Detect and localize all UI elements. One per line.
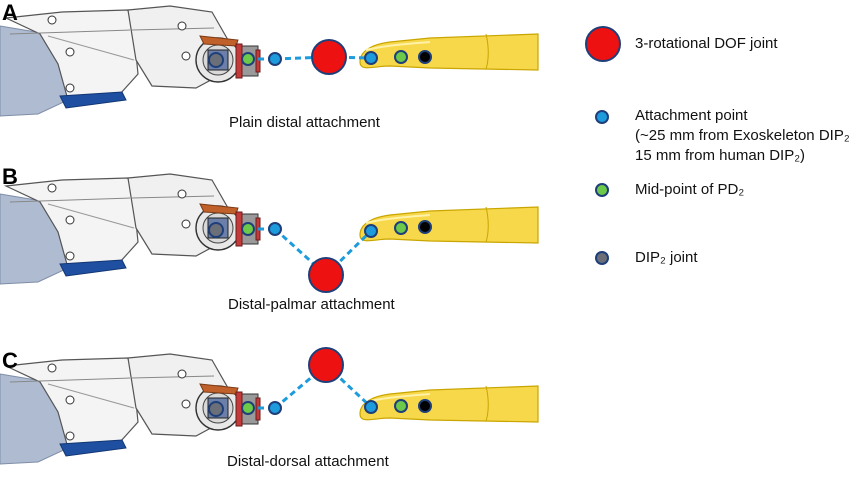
panel-a bbox=[0, 5, 539, 117]
caption-distal-dorsal: Distal-dorsal attachment bbox=[227, 453, 389, 470]
dip-joint-marker bbox=[208, 222, 224, 238]
legend bbox=[585, 26, 621, 265]
attachment-point-marker bbox=[364, 400, 378, 414]
midpoint-marker bbox=[241, 401, 255, 415]
link-line bbox=[328, 55, 372, 60]
midpoint-marker bbox=[394, 221, 408, 235]
legend-dip-label: DIP₂ joint bbox=[635, 249, 698, 266]
attachment-point-marker bbox=[268, 52, 282, 66]
dip-joint-marker bbox=[208, 52, 224, 68]
fingertip-marker bbox=[418, 399, 432, 413]
attachment-point-marker bbox=[364, 224, 378, 238]
fingertip-marker bbox=[418, 50, 432, 64]
legend-joint-symbol bbox=[585, 26, 621, 62]
legend-attachment-symbol bbox=[595, 110, 609, 124]
panel-b bbox=[0, 173, 539, 293]
link-line bbox=[273, 227, 328, 277]
human-finger-c bbox=[359, 385, 539, 423]
caption-distal-palmar: Distal-palmar attachment bbox=[228, 296, 395, 313]
midpoint-marker bbox=[394, 399, 408, 413]
legend-attachment-detail-2: 15 mm from human DIP₂) bbox=[635, 147, 806, 164]
human-finger-a bbox=[359, 33, 539, 71]
attachment-point-marker bbox=[268, 401, 282, 415]
panel-label-c: C bbox=[2, 348, 18, 373]
human-finger-b bbox=[359, 206, 539, 244]
legend-joint-label: 3-rotational DOF joint bbox=[635, 35, 778, 52]
midpoint-marker bbox=[241, 222, 255, 236]
rotational-joint-marker bbox=[308, 347, 344, 383]
rotational-joint-marker bbox=[311, 39, 347, 75]
midpoint-marker bbox=[394, 50, 408, 64]
rotational-joint-marker bbox=[308, 257, 344, 293]
fingertip-marker bbox=[418, 220, 432, 234]
panel-c bbox=[0, 347, 539, 465]
legend-midpoint-symbol bbox=[595, 183, 609, 197]
legend-dip-symbol bbox=[595, 251, 609, 265]
legend-midpoint-label: Mid-point of PD₂ bbox=[635, 181, 745, 198]
caption-plain-distal: Plain distal attachment bbox=[229, 114, 380, 131]
legend-attachment-detail-1: (~25 mm from Exoskeleton DIP₂ bbox=[635, 127, 850, 144]
attachment-point-marker bbox=[268, 222, 282, 236]
midpoint-marker bbox=[241, 52, 255, 66]
attachment-point-marker bbox=[364, 51, 378, 65]
legend-attachment-label: Attachment point bbox=[635, 107, 748, 124]
panel-label-b: B bbox=[2, 164, 18, 189]
dip-joint-marker bbox=[208, 401, 224, 417]
panel-label-a: A bbox=[2, 0, 18, 25]
